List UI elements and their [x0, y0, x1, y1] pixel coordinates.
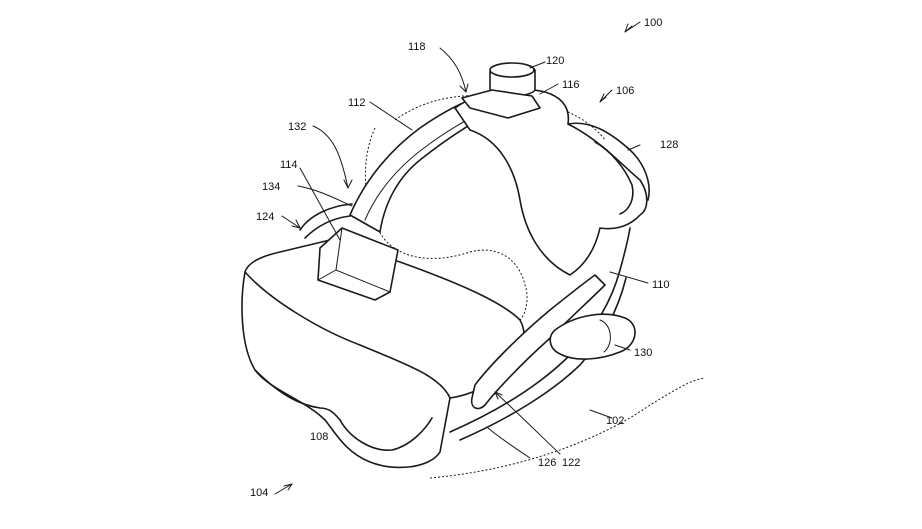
rear-crown: [454, 88, 648, 276]
lower-visor-edge: [254, 369, 341, 421]
label-132: 132: [288, 121, 306, 133]
label-110: 110: [652, 279, 670, 291]
label-128: 128: [660, 139, 678, 151]
label-126: 126: [538, 457, 556, 469]
label-108: 108: [310, 431, 328, 443]
strap-adjuster-edge: [317, 227, 391, 293]
side-arm: [470, 274, 606, 410]
label-100: 100: [644, 17, 662, 29]
label-124: 124: [256, 211, 274, 223]
label-106: 106: [616, 85, 634, 97]
front-face-edge: [244, 271, 451, 399]
label-134: 134: [262, 181, 280, 193]
top-clip: [461, 89, 541, 119]
label-102: 102: [606, 415, 624, 427]
label-118: 118: [408, 41, 426, 53]
label-120: 120: [546, 55, 564, 67]
label-122: 122: [562, 457, 580, 469]
leader-lines: [274, 21, 649, 495]
side-knob: [549, 313, 636, 360]
left-strap-end: [299, 203, 353, 239]
side-strap-inner: [459, 277, 627, 441]
top-dial-cap: [489, 62, 535, 78]
label-112: 112: [348, 97, 366, 109]
label-104: 104: [250, 487, 268, 499]
side-knob-face: [599, 319, 611, 353]
label-116: 116: [562, 79, 580, 91]
label-114: 114: [280, 159, 298, 171]
label-130: 130: [634, 347, 652, 359]
rear-pad-panel: [594, 141, 634, 215]
rear-pad-edge: [567, 122, 650, 201]
reference-labels: 100 102 104 106 108 110 112 114 116 118 …: [250, 17, 678, 499]
lens-bump: [339, 417, 433, 451]
